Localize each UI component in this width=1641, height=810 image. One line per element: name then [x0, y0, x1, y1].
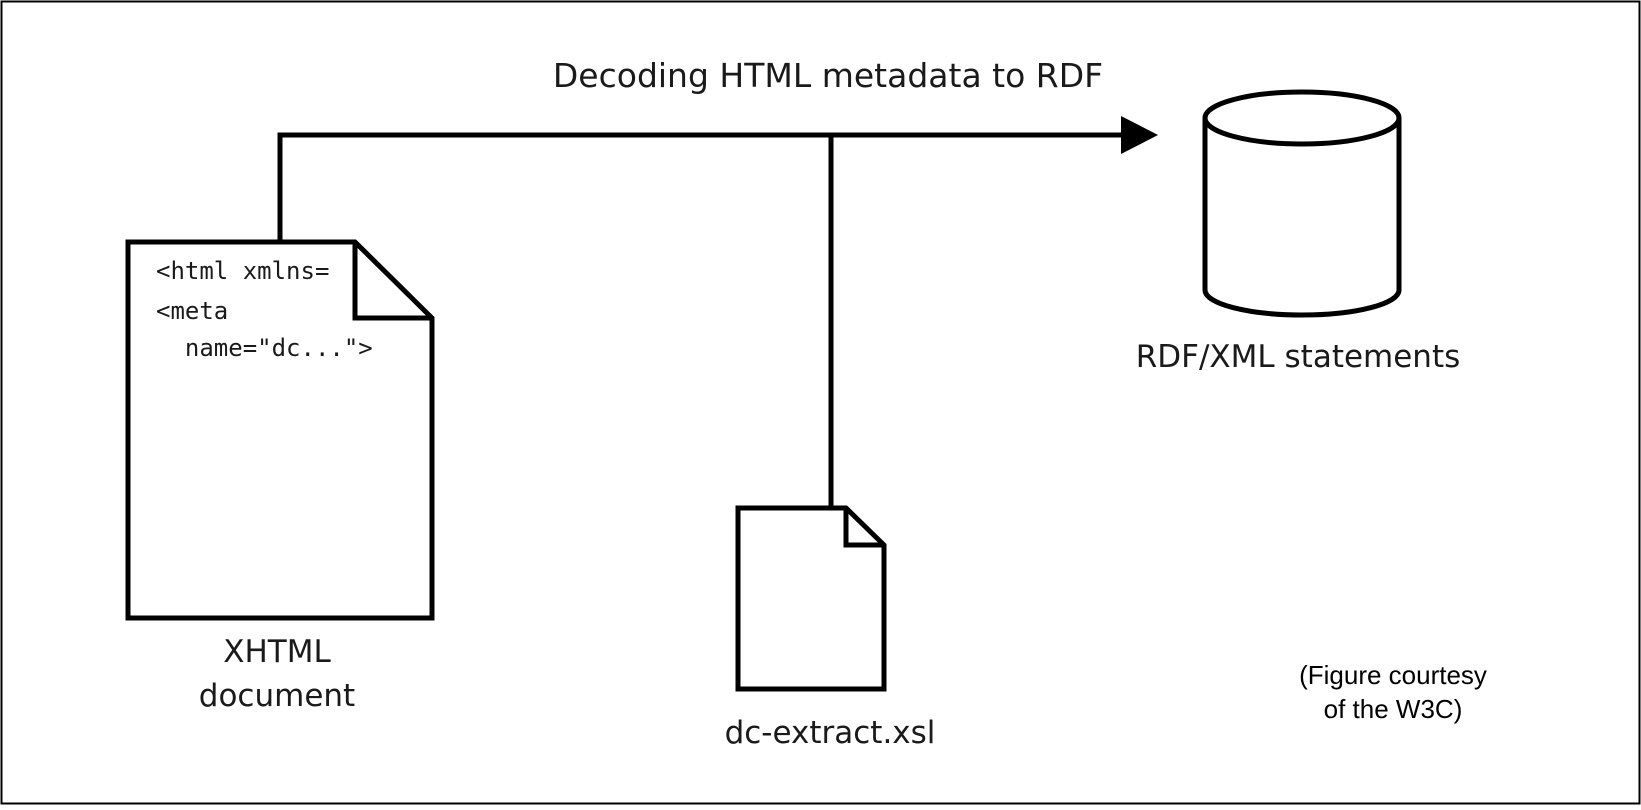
xhtml-document-icon	[125, 239, 435, 621]
flow-connector-line	[277, 132, 1125, 242]
code-line: <meta	[156, 297, 228, 325]
document-label-line: XHTML	[223, 634, 331, 670]
stylesheet-file-icon	[735, 505, 887, 692]
stylesheet-label: dc-extract.xsl	[725, 715, 936, 751]
figure-credit-line: (Figure courtesy	[1299, 660, 1487, 690]
arrowhead-icon	[1121, 116, 1158, 154]
code-line: <html xmlns=	[156, 257, 329, 285]
output-store-label: RDF/XML statements	[1136, 339, 1461, 375]
database-cylinder-icon	[1202, 89, 1402, 318]
diagram-title: Decoding HTML metadata to RDF	[553, 56, 1103, 95]
figure-credit-line: of the W3C)	[1324, 694, 1463, 724]
document-label-line: document	[199, 678, 355, 714]
code-line: name="dc...">	[156, 334, 373, 362]
